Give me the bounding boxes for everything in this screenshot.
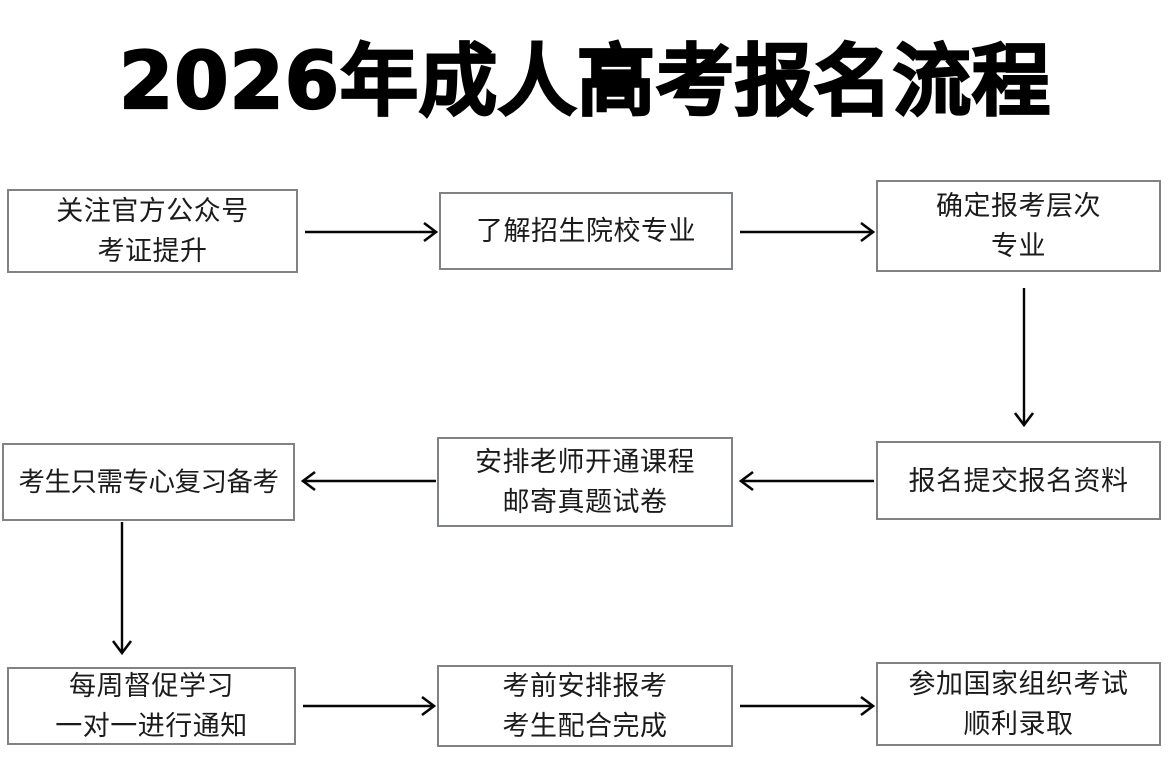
flow-node-line: 安排老师开通课程 xyxy=(475,447,695,477)
flow-node-line: 了解招生院校专业 xyxy=(476,216,696,246)
flow-node-take-national-exam[interactable]: 参加国家组织考试 顺利录取 xyxy=(876,662,1161,746)
arrow-right-node7-to-node8 xyxy=(303,695,437,717)
flow-node-learn-schools-majors[interactable]: 了解招生院校专业 xyxy=(439,192,733,270)
arrow-down-node4-to-node7 xyxy=(111,522,133,656)
flow-node-line: 考证提升 xyxy=(97,236,208,266)
flow-node-line: 一对一进行通知 xyxy=(55,711,248,741)
flow-node-line: 专业 xyxy=(991,231,1046,261)
page-title: 2026年成人高考报名流程 xyxy=(118,36,1052,128)
flow-node-focus-on-review[interactable]: 考生只需专心复习备考 xyxy=(2,443,295,521)
flow-node-confirm-level-major[interactable]: 确定报考层次 专业 xyxy=(876,180,1161,272)
flow-node-line: 确定报考层次 xyxy=(936,191,1101,221)
flow-node-line: 考生只需专心复习备考 xyxy=(18,467,280,497)
flow-node-pre-exam-arrangement[interactable]: 考前安排报考 考生配合完成 xyxy=(437,665,733,747)
arrow-left-node6-to-node5 xyxy=(738,470,874,492)
flow-node-line: 关注官方公众号 xyxy=(56,196,249,226)
flow-node-submit-registration-materials[interactable]: 报名提交报名资料 xyxy=(876,441,1161,520)
flow-node-line: 每周督促学习 xyxy=(69,671,234,701)
flow-node-line: 顺利录取 xyxy=(963,709,1074,739)
arrow-right-node1-to-node2 xyxy=(305,221,439,243)
flow-node-line: 参加国家组织考试 xyxy=(908,669,1129,699)
flow-node-line: 邮寄真题试卷 xyxy=(502,487,668,517)
flow-node-line: 报名提交报名资料 xyxy=(908,465,1129,496)
flow-node-line: 考生配合完成 xyxy=(502,711,668,741)
flow-node-follow-official-account[interactable]: 关注官方公众号 考证提升 xyxy=(7,189,298,273)
arrow-down-node3-to-node6 xyxy=(1013,288,1035,428)
flow-node-teacher-opens-course[interactable]: 安排老师开通课程 邮寄真题试卷 xyxy=(437,437,733,527)
flow-node-line: 考前安排报考 xyxy=(502,671,668,701)
flow-node-weekly-study-supervision[interactable]: 每周督促学习 一对一进行通知 xyxy=(7,667,296,745)
arrow-right-node8-to-node9 xyxy=(740,695,876,717)
arrow-right-node2-to-node3 xyxy=(740,221,876,243)
arrow-left-node5-to-node4 xyxy=(300,470,436,492)
